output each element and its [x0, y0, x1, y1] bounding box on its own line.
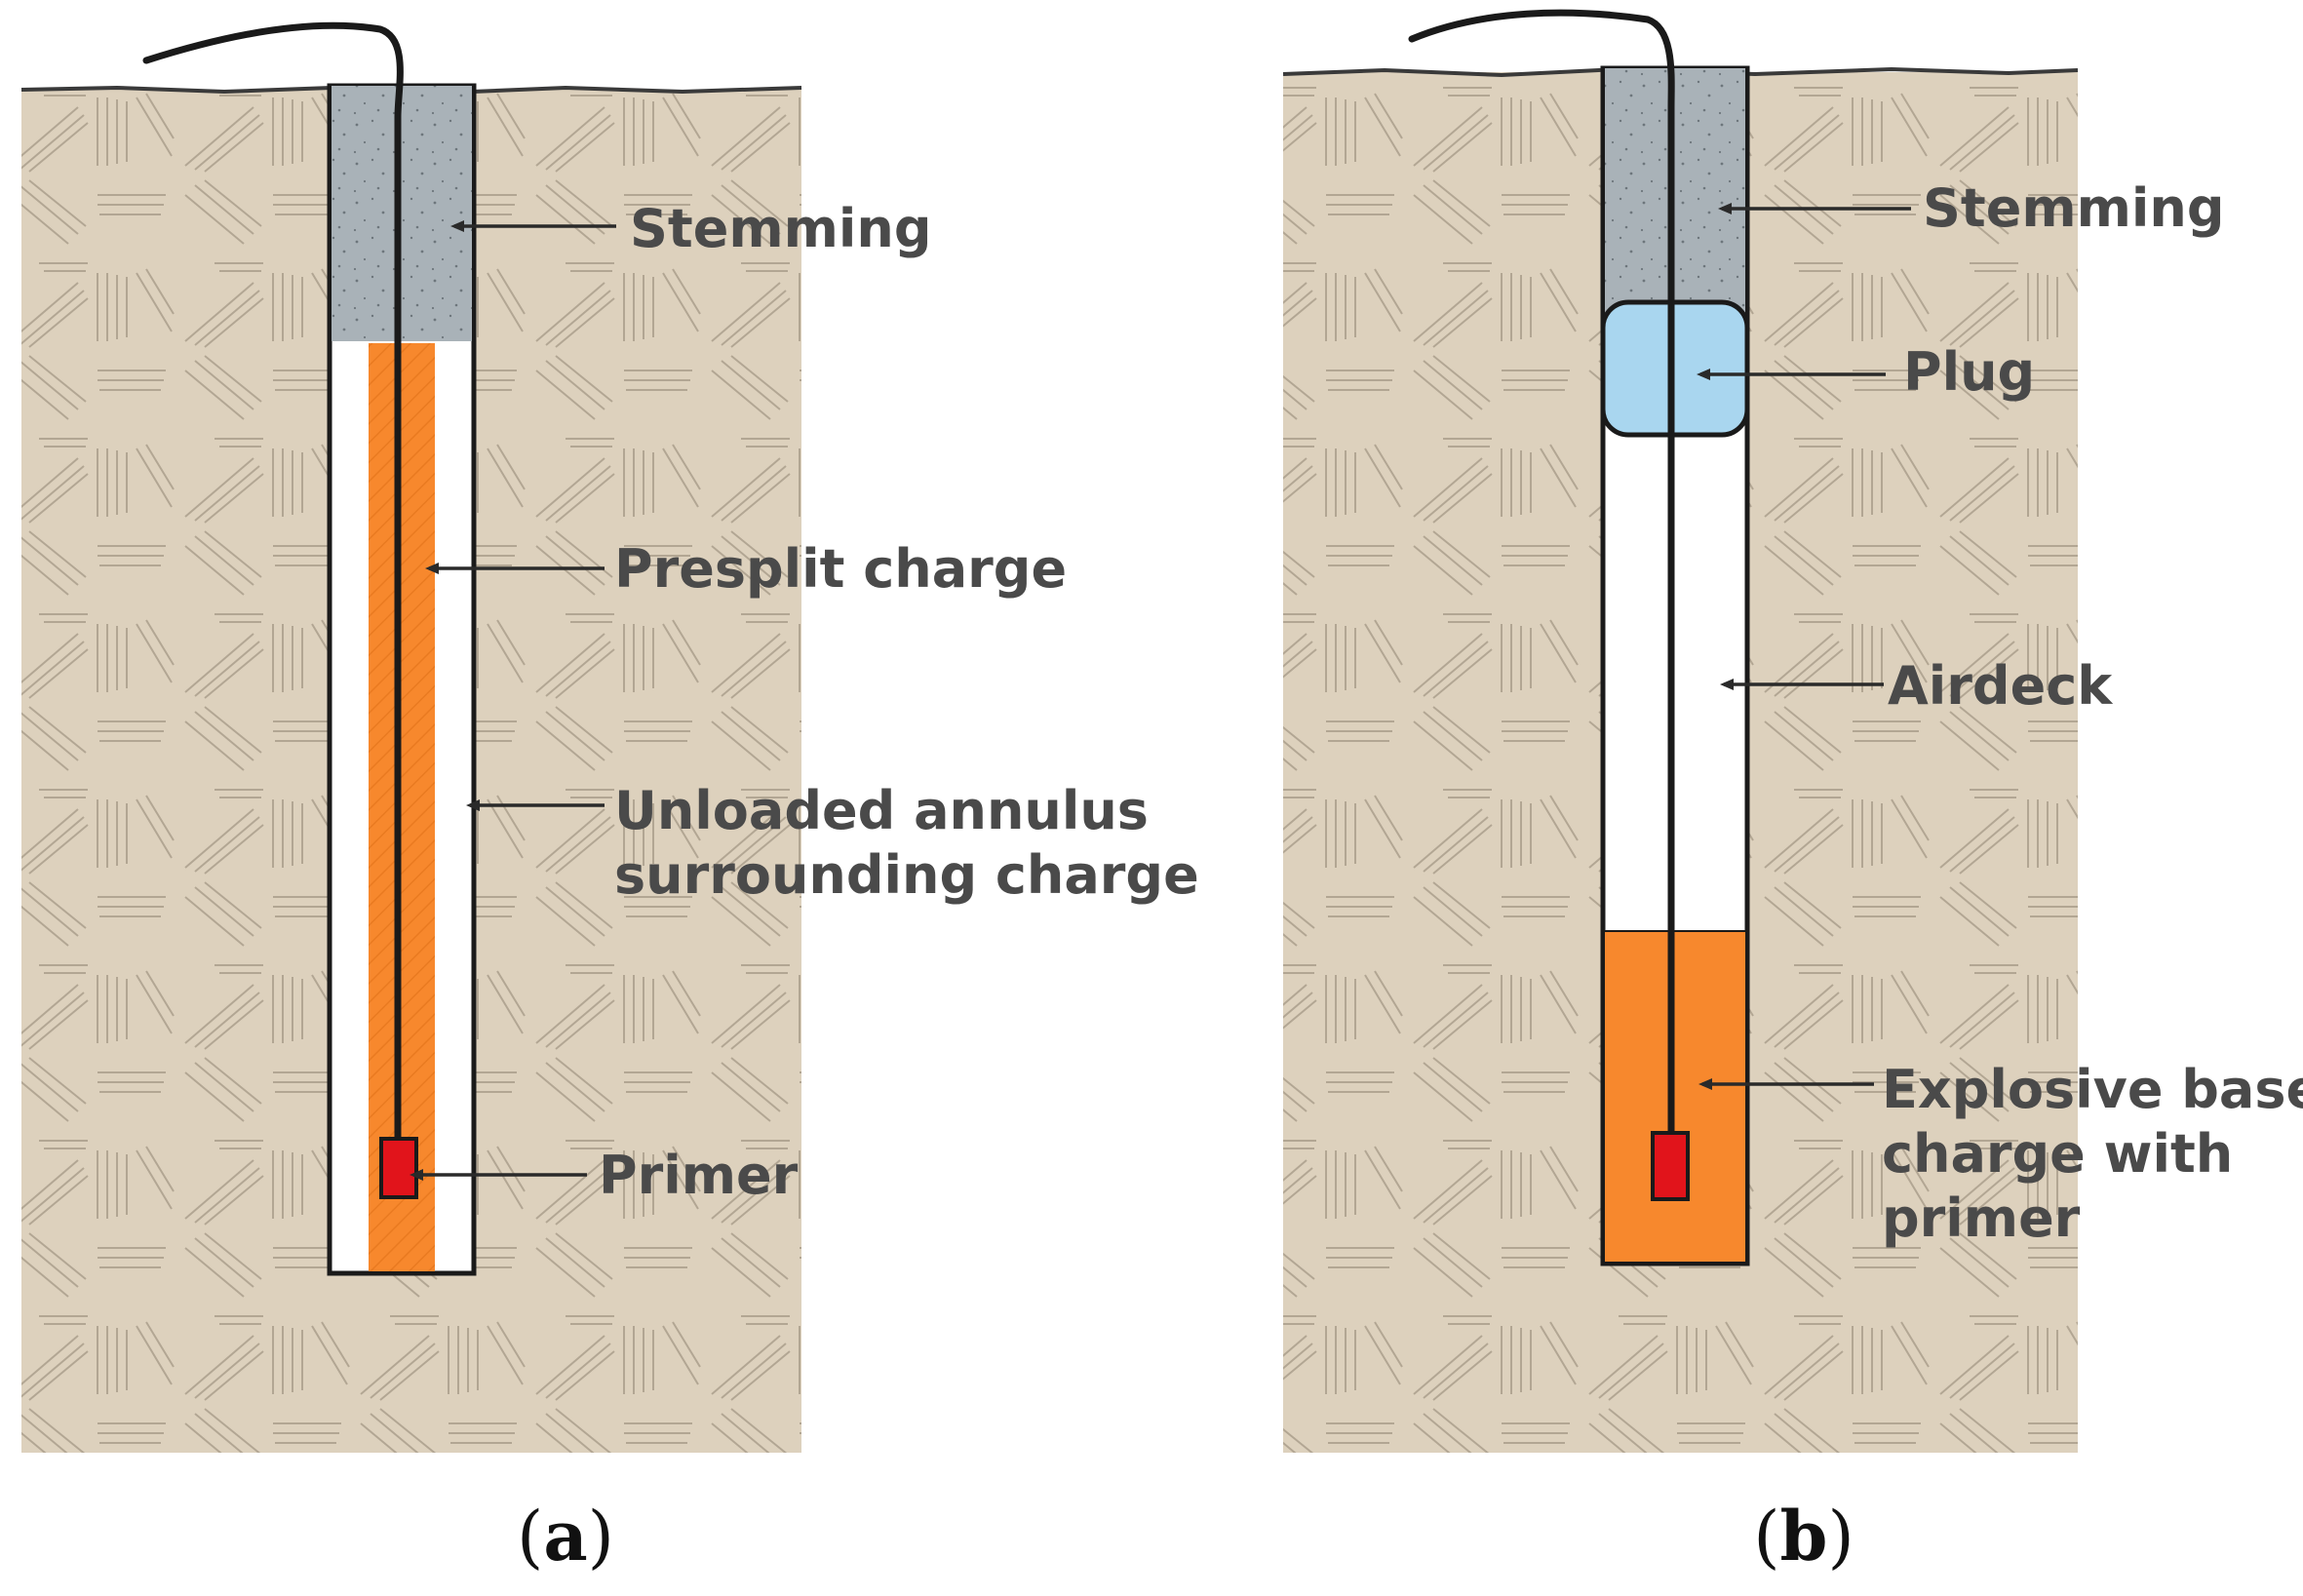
panel-b-airdeck-hole: Stemming Plug Airdeck Explosive base cha… [1282, 9, 2303, 1577]
detonating-cord-b [1408, 9, 1675, 1145]
primer-b [1651, 1131, 1690, 1201]
detonating-cord-a [142, 21, 404, 1154]
base-charge-b [1605, 931, 1745, 1262]
stemming-b [1605, 68, 1745, 331]
label-stemming-b: Stemming [1923, 177, 2224, 239]
leader-lines-b [1697, 203, 1911, 1090]
presplit-charge-a [369, 343, 435, 1271]
label-base-line3: primer [1882, 1187, 2081, 1249]
label-annulus-line2: surrounding charge [614, 844, 1199, 906]
label-primer-a: Primer [599, 1145, 799, 1206]
label-airdeck: Airdeck [1888, 655, 2113, 717]
stemming-a [332, 86, 472, 341]
label-annulus-line1: Unloaded annulus [614, 780, 1149, 841]
panel-a-presplit-hole: Stemming Presplit charge Unloaded annulu… [20, 21, 1199, 1577]
label-presplit-charge: Presplit charge [614, 538, 1067, 600]
label-plug: Plug [1903, 341, 2035, 403]
plug-b [1600, 299, 1750, 438]
caption-b: (b) [1753, 1496, 1854, 1577]
label-base-line2: charge with [1882, 1123, 2233, 1185]
label-stemming-a: Stemming [630, 198, 931, 259]
caption-a: (a) [517, 1496, 614, 1577]
leader-lines-a [410, 220, 616, 1181]
label-base-line1: Explosive base [1882, 1059, 2303, 1120]
primer-a [379, 1137, 418, 1199]
